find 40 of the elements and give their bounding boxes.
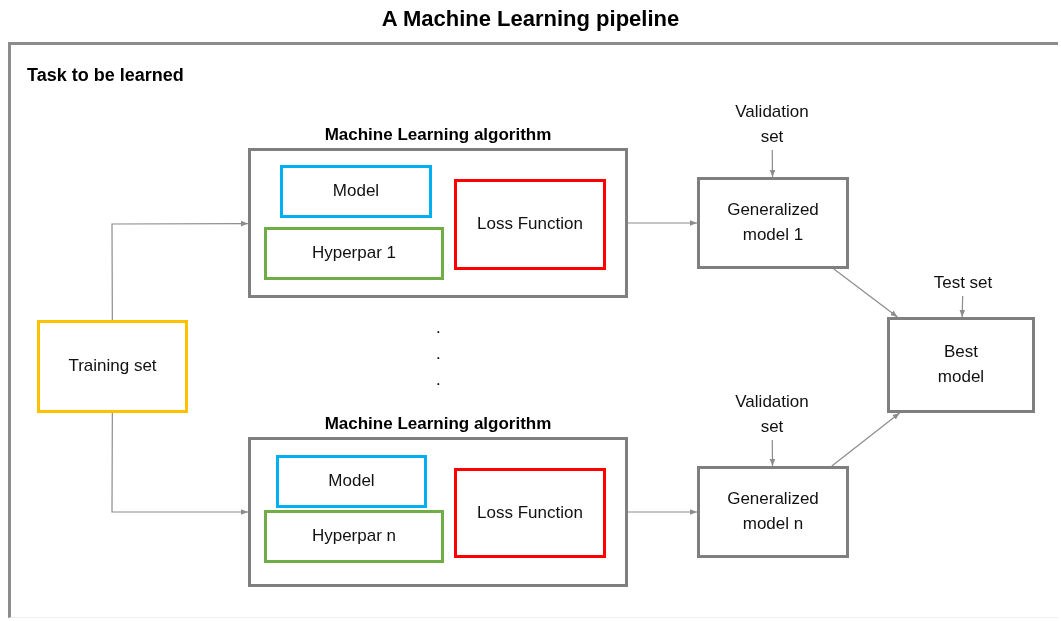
- input-label: Test set: [933, 271, 993, 294]
- arrow: [111, 220, 249, 321]
- model-box: [276, 455, 427, 508]
- group-heading: Machine Learning algorithm: [324, 125, 552, 145]
- training-set-box: [37, 320, 188, 413]
- box-label: Best model: [936, 341, 986, 388]
- frame-box: [8, 42, 1058, 618]
- loss-function-box: [454, 179, 606, 270]
- model-box: [697, 466, 849, 558]
- result-box: [887, 317, 1035, 413]
- input-label: Validation set: [734, 101, 810, 148]
- arrow: [959, 295, 966, 318]
- box-label: Hyperpar n: [311, 525, 397, 548]
- box-label: Loss Function: [477, 501, 583, 524]
- ellipsis-dot: .: [436, 344, 441, 364]
- box-label: Generalized model 1: [726, 199, 820, 246]
- diagram-title: A Machine Learning pipeline: [380, 6, 681, 32]
- model-box: [697, 177, 849, 269]
- box-label: Model: [332, 180, 380, 203]
- arrow: [627, 509, 698, 515]
- box-label: Hyperpar 1: [311, 242, 397, 265]
- ellipsis-dot: .: [436, 370, 441, 390]
- model-box: [280, 165, 432, 218]
- box-label: Generalized model n: [726, 488, 820, 535]
- arrow: [833, 268, 899, 318]
- box-label: Model: [328, 470, 375, 493]
- arrow: [769, 439, 776, 467]
- box-label: Training set: [68, 355, 157, 378]
- arrow: [627, 220, 698, 226]
- arrow: [111, 412, 249, 515]
- arrow: [769, 149, 776, 178]
- hyperparameter-box: [264, 227, 444, 280]
- loss-function-box: [454, 468, 606, 558]
- hyperparameter-box: [264, 510, 444, 563]
- group-heading: Machine Learning algorithm: [324, 414, 552, 434]
- input-label: Validation set: [734, 391, 810, 438]
- ellipsis-dot: .: [436, 318, 441, 338]
- frame-heading: Task to be learned: [27, 65, 184, 86]
- box-label: Loss Function: [477, 213, 583, 236]
- arrow: [831, 412, 901, 467]
